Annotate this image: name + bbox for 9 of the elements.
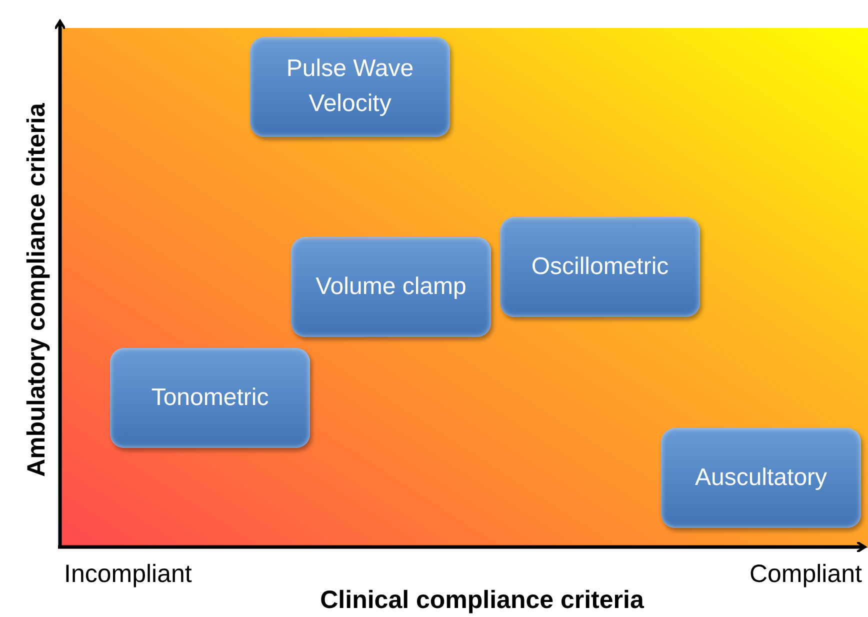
axis-title: Clinical compliance criteria <box>320 586 644 615</box>
axis-title: Ambulatory compliance criteria <box>22 103 52 477</box>
method-box: Auscultatory <box>661 428 861 528</box>
axis-end-label: Compliant <box>749 560 862 589</box>
method-box: Tonometric <box>110 348 310 448</box>
axis-end-label: Incompliant <box>64 560 192 589</box>
method-box: Pulse Wave Velocity <box>250 37 450 137</box>
method-box: Volume clamp <box>291 237 491 337</box>
method-box: Oscillometric <box>500 217 700 317</box>
